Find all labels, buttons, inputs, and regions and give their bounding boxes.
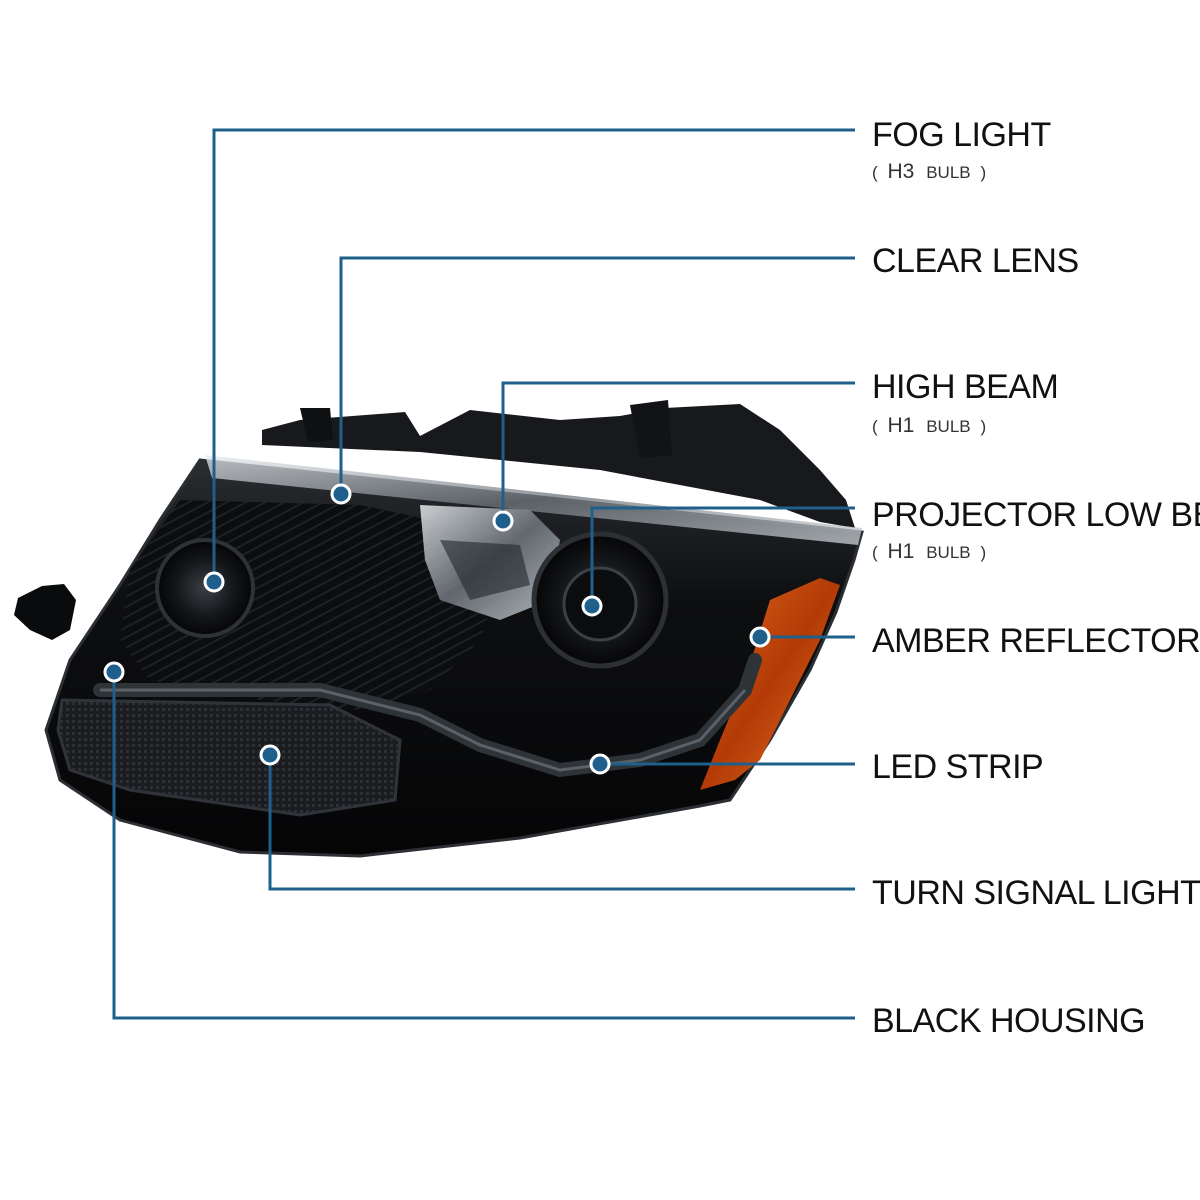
label-clear-lens-title: CLEAR LENS — [872, 242, 1079, 280]
marker-high-beam — [492, 510, 514, 532]
label-projector-low-beam-title: PROJECTOR LOW BEAM — [872, 496, 1200, 534]
amber-reflector-lens — [700, 578, 840, 790]
leader-line-turn-signal-light — [268, 755, 855, 891]
turn-signal-lens — [56, 698, 402, 817]
marker-led-strip — [589, 753, 611, 775]
label-fog-light-open: ( — [872, 163, 878, 182]
label-high-beam-bulb-type: H1 — [888, 414, 915, 437]
label-high-beam-close: ) — [980, 417, 986, 436]
marker-clear-lens — [330, 483, 352, 505]
callout-markers — [103, 483, 771, 775]
marker-black-housing — [103, 661, 125, 683]
label-fog-light-bulb: ( H3 BULB ) — [872, 160, 986, 183]
high-beam-shadow — [440, 540, 530, 600]
fog-light-lens — [155, 538, 255, 638]
label-fog-light-close: ) — [980, 163, 986, 182]
label-projector-low-beam-bulb-type: H1 — [888, 540, 915, 563]
mounting-tab-left — [300, 408, 333, 442]
connector-left — [14, 584, 76, 640]
leader-lines — [112, 128, 855, 1020]
label-fog-light-bulb-type: H3 — [888, 160, 915, 183]
label-projector-low-beam-bulb-word: BULB — [926, 543, 970, 562]
leader-line-black-housing — [112, 672, 855, 1020]
label-fog-light-bulb-word: BULB — [926, 163, 970, 182]
label-turn-signal-light-title: TURN SIGNAL LIGHT — [872, 874, 1200, 912]
label-projector-low-beam-open: ( — [872, 543, 878, 562]
leader-line-projector-low-beam — [590, 506, 855, 606]
label-black-housing-title: BLACK HOUSING — [872, 1002, 1145, 1040]
rear-housing — [262, 404, 855, 528]
marker-turn-signal-light — [259, 744, 281, 766]
callout-labels: FOG LIGHT ( H3 BULB ) CLEAR LENS HIGH BE… — [872, 116, 1200, 1040]
label-high-beam-bulb: ( H1 BULB ) — [872, 414, 986, 437]
label-high-beam-title: HIGH BEAM — [872, 368, 1058, 406]
marker-fog-light — [203, 571, 225, 593]
headlight-assembly — [14, 400, 864, 858]
label-led-strip-title: LED STRIP — [872, 748, 1043, 786]
marker-projector-low-beam — [581, 595, 603, 617]
clear-lens-trim — [205, 455, 862, 545]
label-amber-reflector-title: AMBER REFLECTOR — [872, 622, 1200, 660]
mounting-tab-right — [630, 400, 672, 458]
label-fog-light-title: FOG LIGHT — [872, 116, 1051, 154]
led-strip-highlight — [100, 688, 747, 772]
label-projector-low-beam-close: ) — [980, 543, 986, 562]
label-high-beam-open: ( — [872, 417, 878, 436]
leader-line-clear-lens — [339, 256, 855, 494]
leader-line-fog-light — [212, 128, 855, 582]
leader-line-high-beam — [501, 381, 855, 521]
marker-amber-reflector — [749, 626, 771, 648]
label-high-beam-bulb-word: BULB — [926, 417, 970, 436]
label-projector-low-beam-bulb: ( H1 BULB ) — [872, 540, 986, 563]
